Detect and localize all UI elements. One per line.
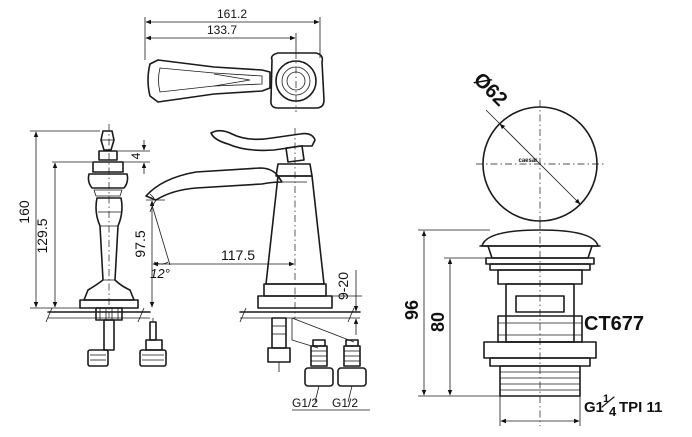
dim-phi-62: Ø62 [469,69,511,111]
drain-thread-frac-den: 4 [609,404,617,419]
side-dimensions: 160 129.5 4 97.5 12° 117.5 9-20 G1/2 G1/… [16,130,362,410]
top-dimensions: 161.2 133.7 [144,7,321,60]
cap-logo: caesar [518,158,538,164]
label-g12-left: G1/2 [292,396,318,410]
dim-12-deg: 12° [150,266,170,281]
dim-80: 80 [428,312,448,332]
drain-side-view: 96 80 CT677 G1 1 4 TPI 11 [402,222,662,426]
handle-side-view [79,124,139,318]
dim-4: 4 [129,152,143,159]
drain-thread-frac-num: 1 [603,393,609,405]
model-label: CT677 [584,313,644,335]
deck-and-supply [45,307,370,411]
faucet-side-view [145,128,333,318]
dim-129-5: 129.5 [34,218,50,253]
dim-117-5: 117.5 [221,247,255,263]
dim-97-5: 97.5 [132,230,148,257]
drain-thread-prefix: G1 [584,399,604,416]
drain-top-view: caesar Ø62 [469,69,604,228]
dim-160: 160 [16,200,32,224]
label-g12-right: G1/2 [332,396,358,410]
drain-thread-suffix: TPI 11 [619,399,662,416]
dim-161-2: 161.2 [217,7,247,21]
dim-9-20: 9-20 [335,272,351,300]
dim-133-7: 133.7 [207,23,237,37]
dim-96: 96 [402,300,422,320]
top-view [147,52,325,112]
